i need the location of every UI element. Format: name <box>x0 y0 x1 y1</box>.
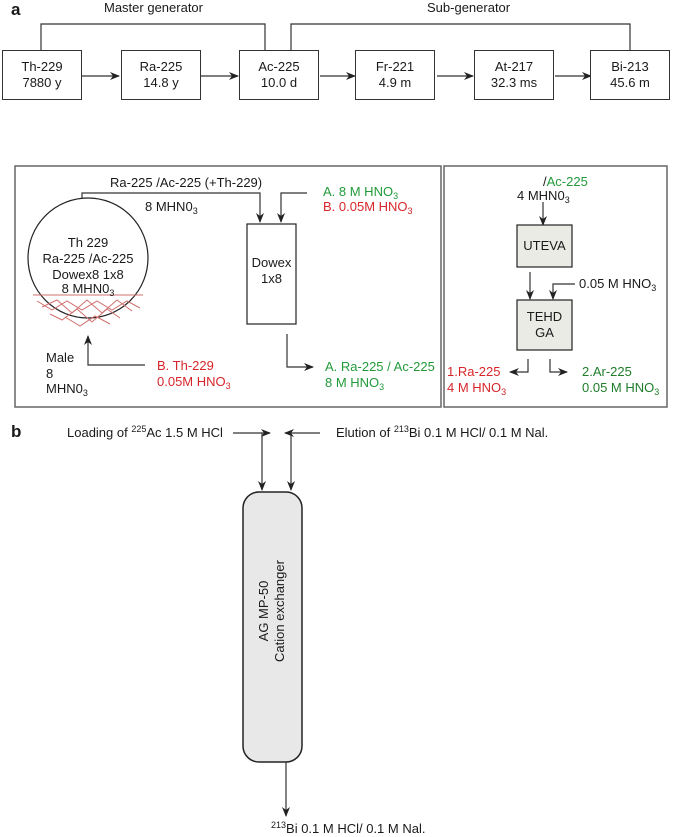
nuclide-name: Bi-213 <box>611 59 649 74</box>
nuclide-name: Ra-225 <box>139 59 183 74</box>
cation-exchange-column <box>242 491 303 763</box>
output-a-ra-ac: A. Ra-225 / Ac-225 <box>325 359 435 374</box>
circle-line-3: Dowex8 1x8 <box>52 267 124 282</box>
circle-line-2: Ra-225 /Ac-225 <box>42 251 134 266</box>
uteva-label: UTEVA <box>523 238 566 253</box>
eluent-a: A. 8 M HNO3 <box>323 184 399 201</box>
nuclide-box-at217: At-217 32.3 ms <box>474 50 554 100</box>
nuclide-half-life: 4.9 m <box>378 75 412 90</box>
nuclide-name: At-217 <box>494 59 534 74</box>
left-process-panel <box>14 165 442 408</box>
output-bi213-label: 213Bi 0.1 M HCl/ 0.1 M Nal. <box>271 820 426 837</box>
nuclide-name: Ac-225 <box>258 59 300 74</box>
nuclide-box-bi213: Bi-213 45.6 m <box>590 50 670 100</box>
dowex-column <box>246 223 297 325</box>
nuclide-box-ac225: Ac-225 10.0 d <box>239 50 319 100</box>
tehd-label-2: GA <box>535 325 554 340</box>
panel-a-label: a <box>11 0 21 19</box>
nuclide-name: Th-229 <box>21 59 63 74</box>
resin-pattern <box>33 294 143 327</box>
right-output-1-nuclide: 1.Ra-225 <box>447 364 501 379</box>
right-output-2-nuclide: 2.Ar-225 <box>582 364 632 379</box>
circle-line-1: Th 229 <box>67 235 109 250</box>
right-output-2-eluent: 0.05 M HNO3 <box>582 380 660 397</box>
tehd-ga-column <box>516 299 573 351</box>
return-label-1: Male <box>46 350 75 365</box>
nuclide-half-life: 45.6 m <box>610 75 650 90</box>
top-flow-label: Ra-225 /Ac-225 (+Th-229) <box>110 175 263 190</box>
dowex-label-1: Dowex <box>251 255 292 270</box>
side-eluent: 0.05 M HNO3 <box>579 276 657 293</box>
eluent-b: B. 0.05M HNO3 <box>323 199 413 216</box>
flow-dowex-output <box>286 334 314 371</box>
right-output-1-eluent: 4 M HNO3 <box>447 380 507 397</box>
nuclide-box-ra225: Ra-225 14.8 y <box>121 50 201 100</box>
circle-line-4: 8 MHN03 <box>61 281 115 298</box>
flow-return-to-circle <box>84 335 145 366</box>
return-label-2: 8 <box>46 366 54 381</box>
sub-generator-label: Sub-generator <box>427 0 511 15</box>
master-generator-bracket <box>40 23 266 50</box>
cation-column-label: AG MP-50 Cation exchanger <box>256 551 288 671</box>
sub-generator-bracket <box>290 23 631 50</box>
nuclide-half-life: 10.0 d <box>260 75 298 90</box>
uteva-column <box>516 224 573 268</box>
panel-b-label: b <box>11 422 22 441</box>
nuclide-half-life: 32.3 ms <box>490 75 538 90</box>
flow-tehd-out-2 <box>549 359 568 376</box>
top-flow-eluent: 8 MHN03 <box>145 199 198 216</box>
nuclide-box-fr221: Fr-221 4.9 m <box>355 50 435 100</box>
flow-circle-to-dowex <box>81 192 264 223</box>
flow-side-eluent <box>549 283 575 300</box>
right-input-nuclide: /Ac-225 <box>543 174 588 189</box>
dowex-label-2: 1x8 <box>261 271 282 286</box>
nuclide-name: Fr-221 <box>375 59 415 74</box>
master-generator-label: Master generator <box>104 0 203 15</box>
nuclide-half-life: 7880 y <box>22 75 62 90</box>
nuclide-half-life: 14.8 y <box>143 75 179 90</box>
nuclide-box-th229: Th-229 7880 y <box>2 50 82 100</box>
output-b-eluent: 0.05M HNO3 <box>157 374 231 391</box>
loading-label: Loading of 225Ac 1.5 M HCl <box>67 424 223 441</box>
flow-eluent-to-dowex <box>277 192 307 223</box>
elution-label: Elution of 213Bi 0.1 M HCl/ 0.1 M Nal. <box>336 424 549 441</box>
tehd-label-1: TEHD <box>526 309 563 324</box>
output-b-th229: B. Th-229 <box>157 358 214 373</box>
cation-column-line-1: AG MP-50 <box>256 580 271 642</box>
right-process-panel <box>443 165 668 408</box>
cation-column-line-2: Cation exchanger <box>272 560 287 662</box>
flow-tehd-out-1 <box>509 359 529 376</box>
return-label-3: MHN03 <box>46 381 88 398</box>
output-a-eluent: 8 M HNO3 <box>325 375 385 392</box>
right-input-eluent: 4 MHN03 <box>517 188 570 205</box>
